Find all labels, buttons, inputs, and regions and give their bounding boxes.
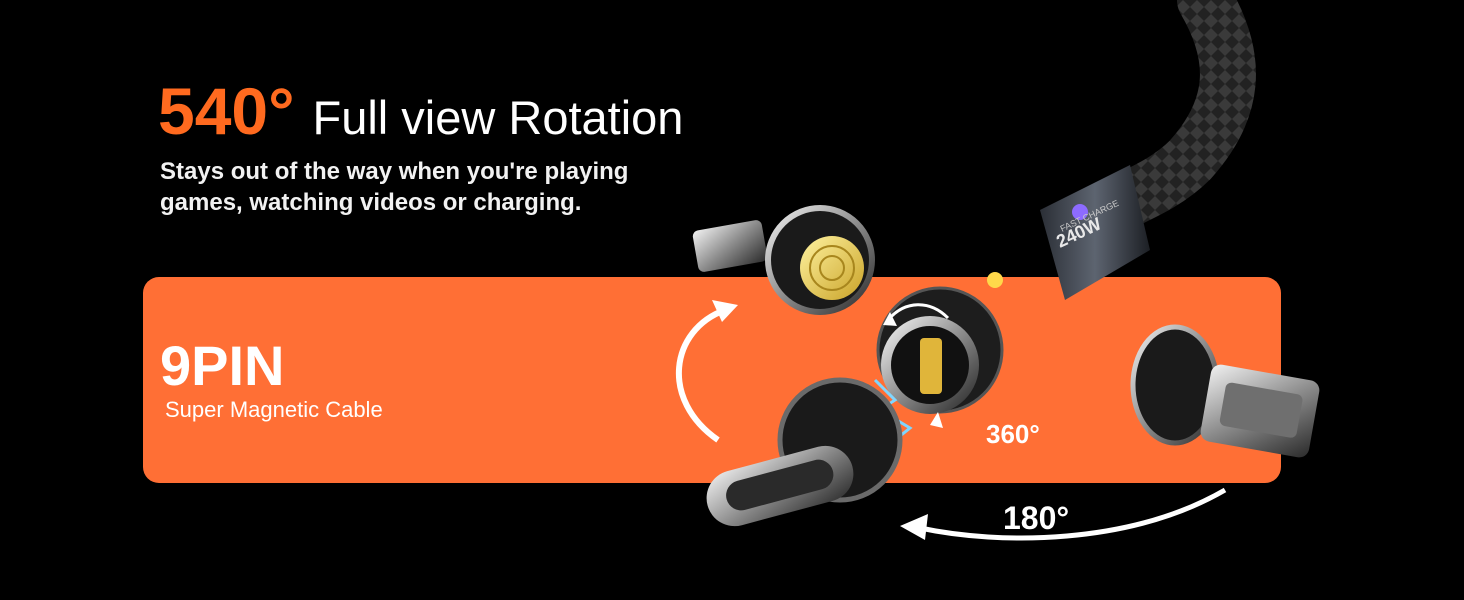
banner-title: 9PIN [160, 334, 285, 397]
arrow-head-icon [712, 300, 738, 322]
rotation-180-label: 180° [1003, 500, 1070, 536]
orange-dot-icon [987, 272, 1003, 288]
orange-banner-panel [143, 277, 1281, 483]
arrow-head-icon [930, 412, 943, 428]
curved-arrow-icon [675, 307, 727, 443]
connector-head: 240W FAST CHARGE [876, 165, 1150, 414]
headline-degree: 540° [158, 74, 295, 148]
subtitle: Stays out of the way when you're playing… [160, 158, 629, 216]
arrow-head-icon [883, 312, 897, 326]
rotation-arrow-360-icon [886, 303, 950, 322]
usb-c-tip [706, 377, 903, 527]
rotation-360-label: 360° [986, 419, 1040, 449]
led-indicator-icon [1072, 204, 1088, 220]
micro-usb-tip [692, 205, 875, 315]
rotation-arrow-180-icon [919, 487, 1227, 541]
pin-contacts [920, 338, 942, 394]
headline-text: Full view Rotation [312, 91, 684, 144]
arrow-head-icon [900, 514, 928, 540]
banner-subtitle: Super Magnetic Cable [165, 397, 383, 422]
headline: 540°Full view Rotation [158, 78, 683, 144]
lightning-tip [1130, 324, 1320, 458]
